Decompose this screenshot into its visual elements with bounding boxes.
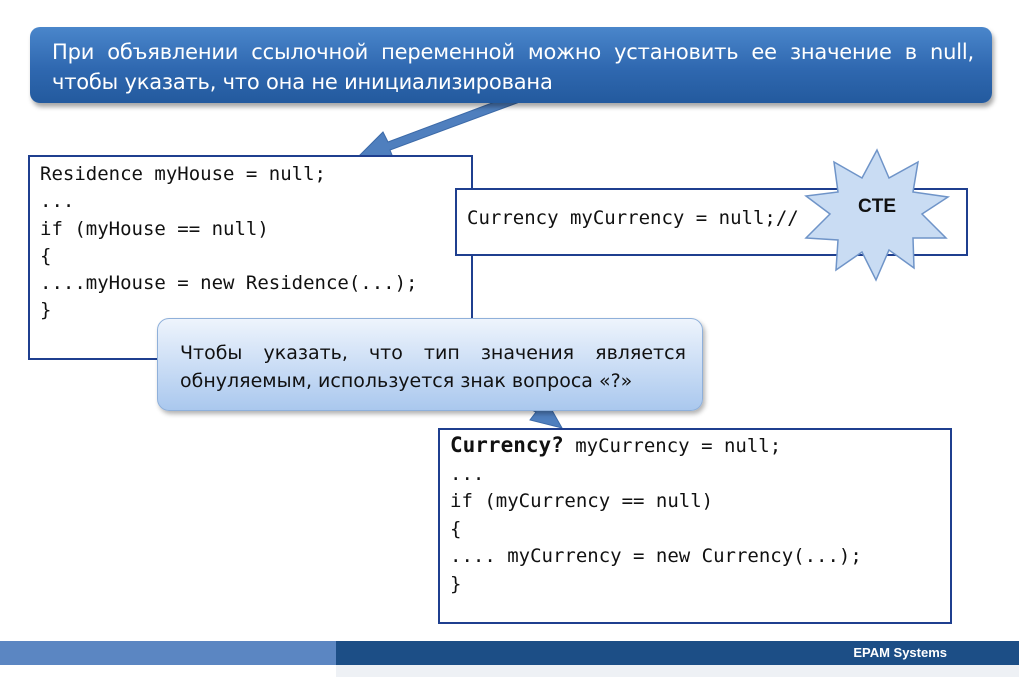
nullable-callout-text: Чтобы указать, что тип значения является… [180,342,686,392]
code-line: Currency myCurrency = null;// [467,207,799,229]
code-line: { [450,517,462,540]
header-callout-text: При объявлении ссылочной переменной можн… [52,40,974,94]
arrow-top-pointer [353,99,526,161]
cte-label: CTE [858,196,896,217]
code-line-rest: myCurrency = null; [563,435,782,457]
header-callout: При объявлении ссылочной переменной можн… [30,27,992,103]
footer-bar-right: EPAM Systems [336,641,1019,665]
code-line: if (myCurrency == null) [450,490,714,512]
code-line: if (myHouse == null) [40,217,269,240]
code-line-first: Currency? myCurrency = null; [450,432,950,461]
footer-company: EPAM Systems [853,645,947,660]
code-line: { [40,244,52,267]
code-line: .... myCurrency = new Currency(...); [450,545,862,567]
code-line: ... [40,190,75,213]
footer-strip [336,665,1019,677]
code-line: ... [450,462,485,485]
code-box-residence: Residence myHouse = null; ... if (myHous… [28,155,473,360]
cte-starburst-shape [804,148,951,282]
code-line: Residence myHouse = null; [40,163,326,185]
nullable-callout: Чтобы указать, что тип значения является… [157,318,703,411]
code-box-nullable: Currency? myCurrency = null; ... if (myC… [438,428,952,624]
code-line: } [450,572,462,595]
footer-bar-left [0,641,336,665]
code-line: } [40,299,52,322]
nullable-type-keyword: Currency? [450,433,564,457]
code-line: ....myHouse = new Residence(...); [40,272,418,295]
